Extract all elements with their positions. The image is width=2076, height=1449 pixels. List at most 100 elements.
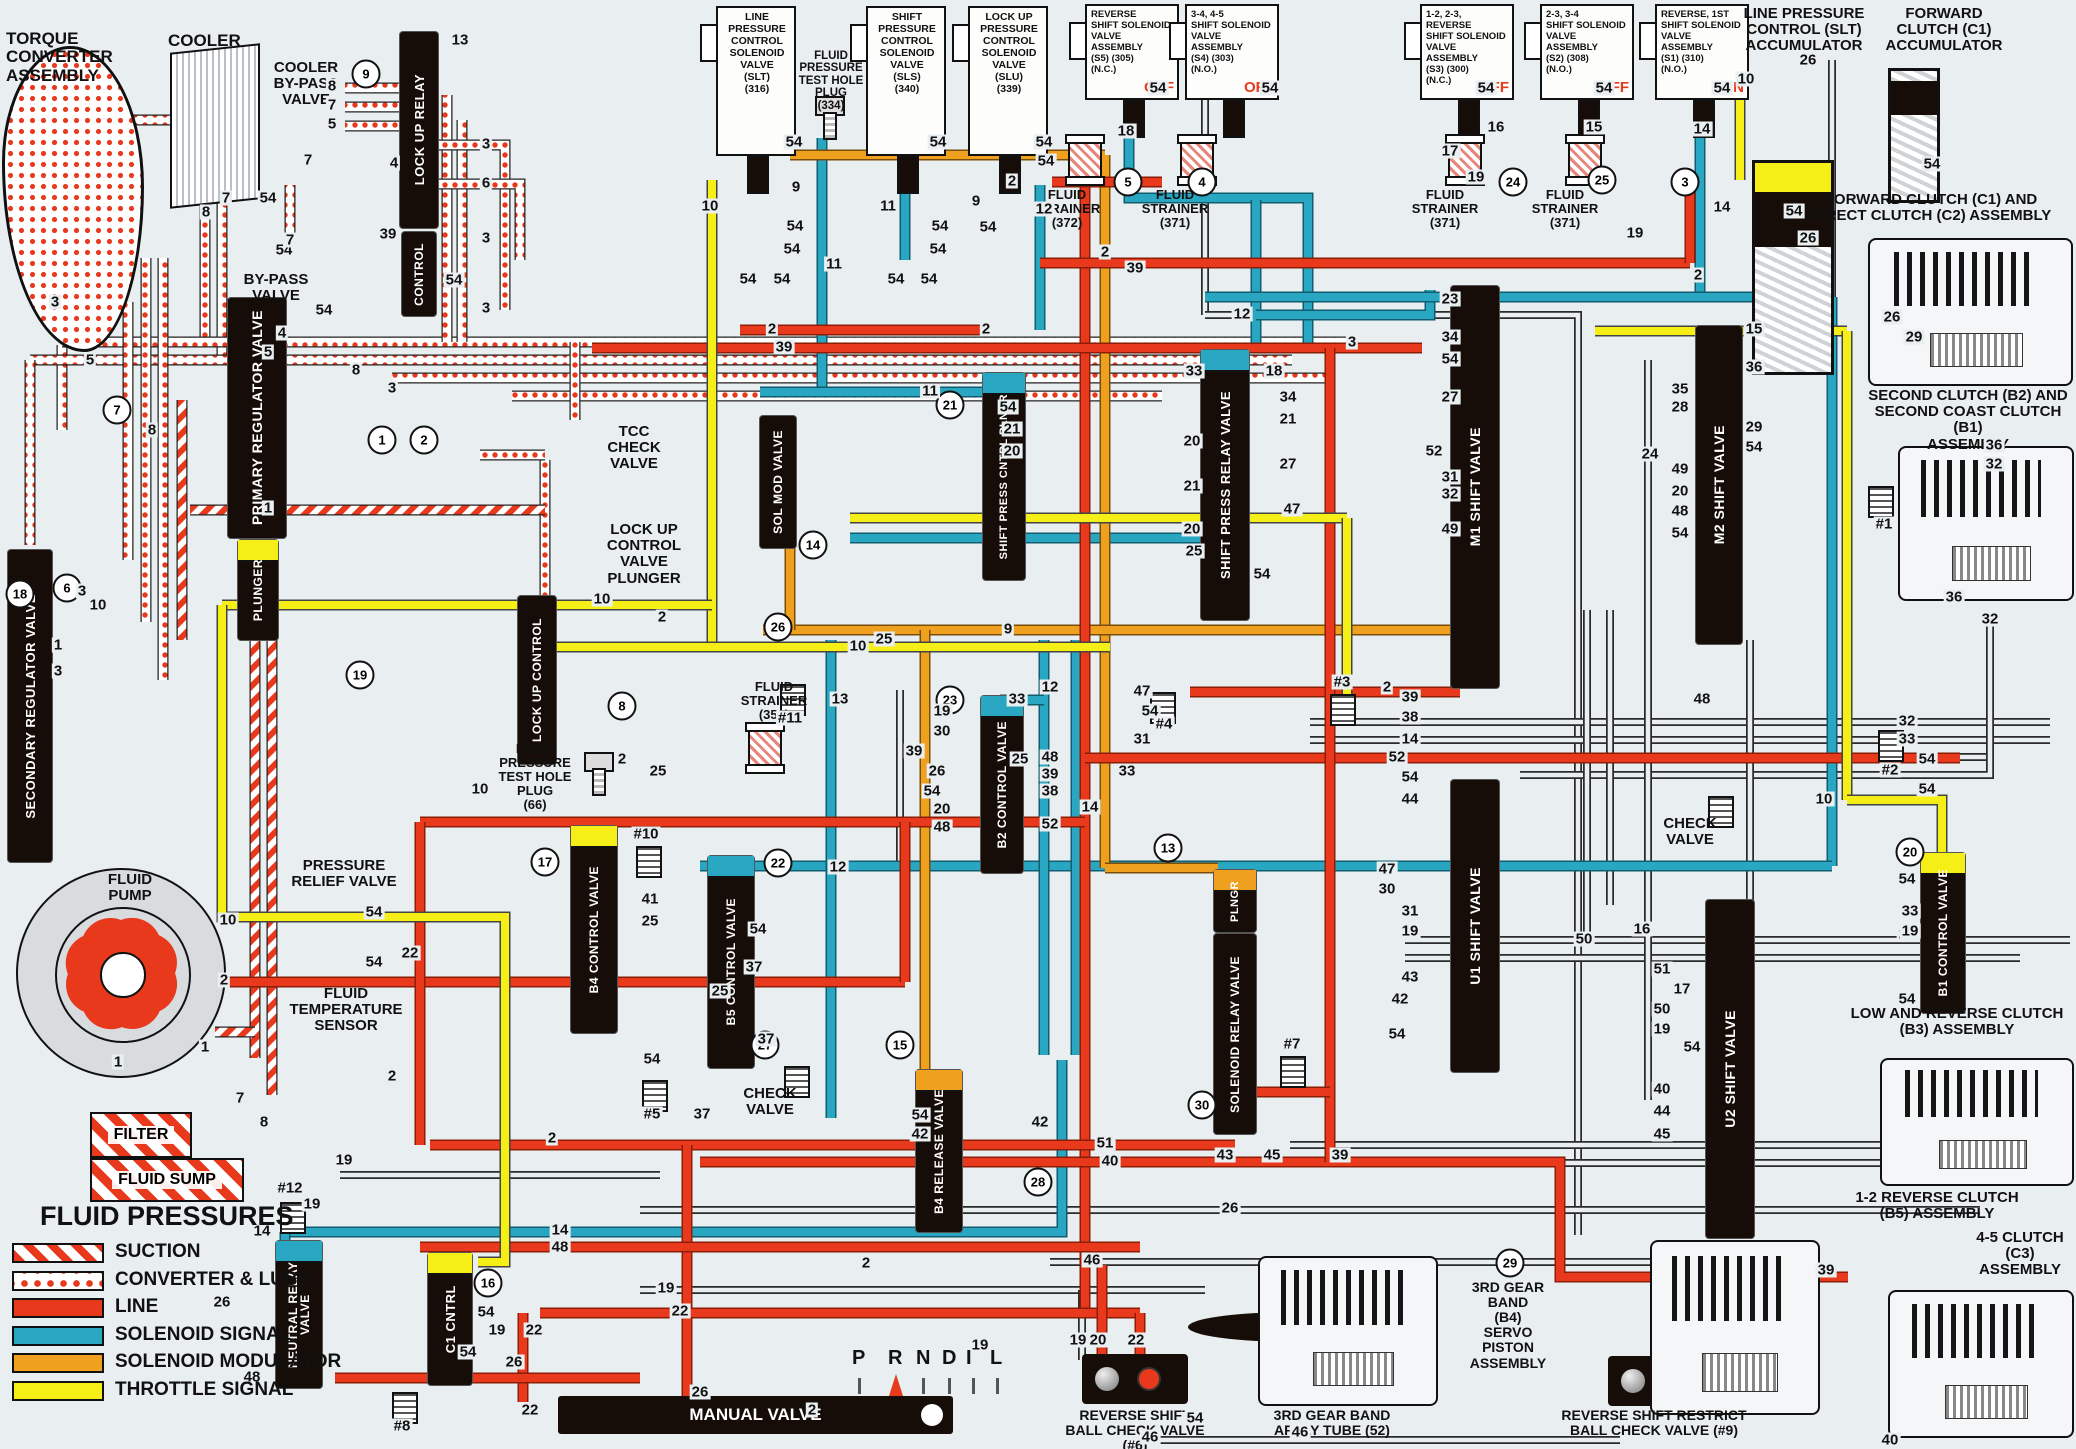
b1-control-valve-cap: [1921, 853, 1965, 875]
u1-shift-valve-label: U1 SHIFT VALVE: [1467, 867, 1483, 985]
port-tag-40-161: 40: [1651, 1080, 1673, 1098]
rev-restrict9-label: REVERSE SHIFT RESTRICT BALL CHECK VALVE …: [1561, 1407, 1747, 1439]
port-tag-48-154: 48: [1691, 690, 1713, 708]
solenoid-s5-line-4: (N.C.): [1091, 64, 1117, 75]
legend-swatch-throttle: [12, 1380, 104, 1401]
check-valve-right-label: CHECK VALVE: [1663, 815, 1717, 849]
port-tag-14-143: 14: [1399, 730, 1421, 748]
pipe-sol: [285, 1060, 1066, 1236]
selector-tick-P: [858, 1378, 861, 1394]
port-tag-19-123: 19: [931, 702, 953, 720]
legend-swatch-suction: [12, 1243, 104, 1263]
selector-tick-D: [948, 1378, 951, 1394]
slt-accumulator-label: LINE PRESSURE CONTROL (SLT) ACCUMULATOR: [1743, 5, 1865, 55]
port-tag-26-198: 26: [689, 1383, 711, 1401]
solenoid-s4-line-2: VALVE ASSEMBLY: [1191, 31, 1243, 53]
rev-ball6-icon-ball2: [1137, 1366, 1162, 1391]
port-tag-11-35: 11: [824, 255, 844, 273]
port-tag-48-179: 48: [549, 1238, 571, 1256]
selector-letter-D: D: [942, 1347, 957, 1369]
solenoid-s2-line-1: SHIFT SOLENOID: [1546, 20, 1626, 31]
port-tag-50-164: 50: [1573, 930, 1595, 948]
solenoid-s4-line-3: (S4) (303): [1191, 53, 1234, 64]
port-tag-33-70: 33: [1183, 362, 1205, 380]
port-tag-9-106: 9: [1001, 620, 1015, 638]
port-tag-39-16: 39: [377, 225, 399, 243]
port-tag-54-50: 54: [1593, 79, 1615, 97]
fluid-pump-icon: [16, 868, 226, 1078]
pipe-thr: [216, 605, 511, 1268]
port-tag-54-48: 54: [1259, 79, 1281, 97]
port-tag-54-26: 54: [781, 240, 803, 258]
b3-clutch-icon: [1880, 1058, 2074, 1186]
port-tag-43-151: 43: [1399, 968, 1421, 986]
check-ball-10: [636, 846, 662, 878]
circled-4: 4: [1187, 167, 1217, 197]
circled-15: 15: [885, 1030, 915, 1060]
fluid-sump-block: FLUID SUMP: [90, 1158, 244, 1202]
solenoid-s5-line-0: REVERSE: [1091, 9, 1137, 20]
primary-regulator-plunger-cap: [238, 540, 278, 562]
port-tag-3-13: 3: [479, 229, 493, 247]
port-tag-54-17: 54: [257, 189, 279, 207]
circled-19: 19: [345, 660, 375, 690]
port-tag-54-145: 54: [1399, 768, 1421, 786]
port-tag-54-24: 54: [783, 133, 805, 151]
port-tag-2-104: 2: [655, 608, 669, 626]
b4-control-valve-label: B4 CONTROL VALVE: [587, 865, 601, 994]
port-tag-1-224: 1: [198, 1038, 212, 1056]
port-tag-14-46: 14: [1691, 120, 1713, 138]
circled-20: 20: [1895, 837, 1925, 867]
port-tag-54-33: 54: [885, 270, 907, 288]
port-tag-47-136: 47: [1131, 682, 1153, 700]
circled-3: 3: [1670, 167, 1700, 197]
port-tag-#2-237: #2: [1879, 761, 1901, 779]
port-tag-38-134: 38: [1039, 782, 1061, 800]
solenoid-sls-line-0: SHIFT: [891, 11, 923, 23]
port-tag-14-110: 14: [1079, 798, 1101, 816]
shift-press-relay-valve-label: SHIFT PRESS RELAY VALVE: [1217, 390, 1233, 579]
neutral-relay-valve: NEUTRAL RELAY VALVE: [276, 1241, 322, 1388]
port-tag-19-150: 19: [1399, 922, 1421, 940]
port-tag-3-214: 3: [48, 293, 62, 311]
port-tag-54-30: 54: [927, 133, 949, 151]
selector-tick-N: [922, 1378, 925, 1394]
selector-pointer[interactable]: [889, 1374, 903, 1396]
pressure-relief-label: PRESSURE RELIEF VALVE: [291, 857, 397, 891]
solenoid-s5-line-1: SHIFT SOLENOID: [1091, 20, 1171, 31]
port-tag-22-226: 22: [399, 944, 421, 962]
port-tag-39-234: 39: [1124, 259, 1146, 277]
port-tag-26-187: 26: [503, 1353, 525, 1371]
port-tag-11-66: 11: [920, 382, 940, 400]
port-tag-16-44: 16: [1485, 118, 1507, 136]
circled-17: 17: [530, 847, 560, 877]
port-tag-40-210: 40: [1879, 1431, 1901, 1449]
port-tag-32-101: 32: [1983, 455, 2005, 473]
solenoid-slt-line-5: (SLT): [743, 71, 771, 83]
lockup-relay-valve: LOCK UP RELAY: [400, 32, 438, 228]
circled-29: 29: [1495, 1248, 1525, 1278]
b4-release-valve-label: B4 RELEASE VALVE: [932, 1088, 946, 1214]
sol-mod-valve: SOL MOD VALVE: [760, 416, 796, 548]
port-tag-48-96: 48: [1669, 502, 1691, 520]
port-tag-54-205: 54: [909, 1106, 931, 1124]
port-tag-25-117: 25: [709, 982, 731, 1000]
port-tag-54-168: 54: [1916, 750, 1938, 768]
port-tag-39-133: 39: [1039, 765, 1061, 783]
port-tag-54-60: 54: [1921, 155, 1943, 173]
legend-label-suction: SUCTION: [115, 1241, 201, 1262]
port-tag-50-158: 50: [1651, 1000, 1673, 1018]
check-valve-mid-label: CHECK VALVE: [743, 1085, 797, 1119]
port-tag-20-68: 20: [1001, 442, 1023, 460]
port-tag-20-95: 20: [1669, 482, 1691, 500]
port-tag-26-183: 26: [1219, 1199, 1241, 1217]
port-tag-#4-239: #4: [1153, 715, 1175, 733]
port-tag-2-140: 2: [1380, 678, 1394, 696]
shift-press-control-plunger-label: SHIFT PRESS CNTRL PLNGR: [997, 393, 1010, 560]
port-tag-7-21: 7: [283, 231, 297, 249]
port-tag-3-235: 3: [1345, 333, 1359, 351]
